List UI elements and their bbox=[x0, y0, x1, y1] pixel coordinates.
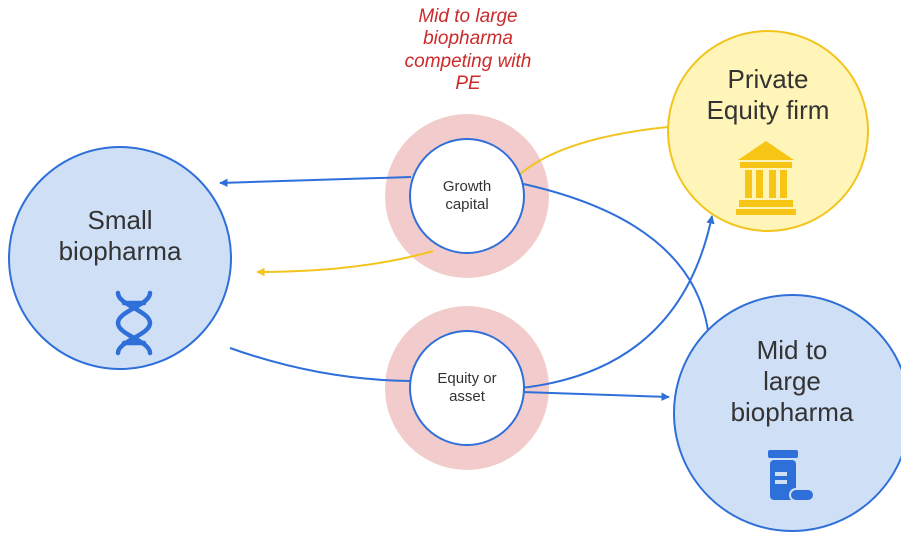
private-equity-node bbox=[667, 30, 869, 232]
equity-or-asset-label: Equity or asset bbox=[437, 370, 497, 405]
equity-to-private-equity-arrow bbox=[520, 215, 715, 389]
equity-or-asset-node bbox=[409, 330, 525, 446]
small-biopharma-node bbox=[8, 146, 232, 370]
medicine-bottle-icon bbox=[768, 450, 815, 502]
private-equity-to-growth-capital-line bbox=[517, 126, 669, 177]
dna-icon bbox=[115, 290, 153, 356]
private-equity-label: Private Equity firm bbox=[706, 64, 830, 126]
equity-to-mid-large-arrow bbox=[521, 391, 670, 401]
growth-capital-label: Growth capital bbox=[442, 178, 492, 213]
growth-capital-node bbox=[409, 138, 525, 254]
growth-capital-to-small-biopharma-arrow bbox=[219, 176, 412, 187]
small-biopharma-to-equity-line bbox=[229, 347, 411, 382]
competition-annotation: Mid to large biopharma competing with PE bbox=[404, 6, 532, 95]
mid-large-biopharma-label: Mid to large biopharma bbox=[730, 335, 854, 428]
bank-icon bbox=[736, 141, 796, 215]
growth-capital-to-small-biopharma-yellow-arrow bbox=[256, 250, 434, 277]
growth-capital-to-mid-large-line bbox=[518, 182, 709, 331]
mid-large-biopharma-node bbox=[673, 294, 901, 532]
small-biopharma-label: Small biopharma bbox=[58, 205, 182, 267]
